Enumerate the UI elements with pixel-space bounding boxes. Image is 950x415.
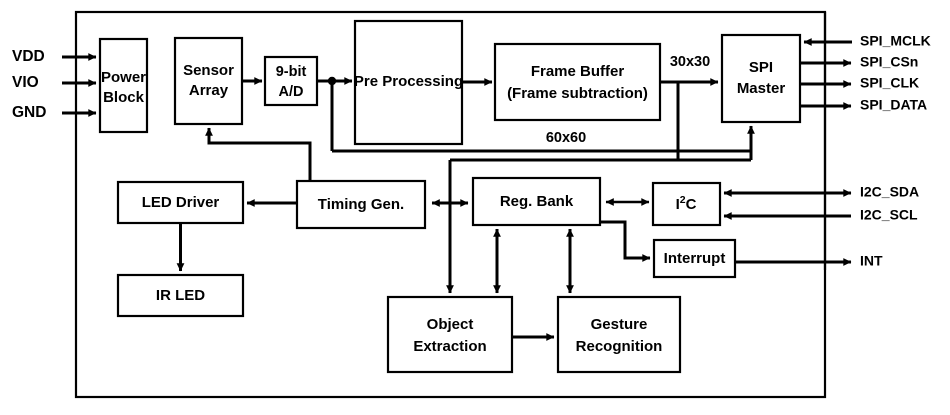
i2c-label-superscript: 2: [680, 194, 686, 206]
block-gesture-recognition: Gesture Recognition: [556, 295, 682, 374]
ir-led-label: IR LED: [156, 287, 205, 304]
pin-label-i2c-sda: I2C_SDA: [860, 184, 919, 200]
sensor-array-label-1: Sensor: [183, 62, 234, 79]
object-extraction-label-2: Extraction: [413, 338, 486, 355]
interrupt-label: Interrupt: [664, 250, 726, 267]
spi-master-label-2: Master: [737, 80, 786, 97]
pin-group-spi: SPI_MCLK SPI_CSn SPI_CLK SPI_DATA: [800, 33, 931, 113]
adc-label-1: 9-bit: [276, 64, 307, 80]
pre-processing-label: Pre Processing: [354, 73, 463, 90]
pin-label-vdd: VDD: [12, 48, 45, 65]
i2c-label-base: I: [676, 196, 680, 213]
block-adc: 9-bit A/D: [263, 55, 319, 107]
sensor-array-label-2: Array: [189, 82, 229, 99]
block-object-extraction: Object Extraction: [386, 295, 514, 374]
spi-master-label-1: SPI: [749, 59, 773, 76]
pin-label-spi-mclk: SPI_MCLK: [860, 33, 931, 49]
pin-group-left: VDD VIO GND: [12, 48, 97, 121]
led-driver-label: LED Driver: [142, 194, 220, 211]
bus-label-60x60: 60x60: [546, 130, 586, 146]
wire-regbank-to-interrupt: [600, 220, 651, 262]
block-sensor-array: Sensor Array: [173, 36, 244, 126]
i2c-label: I2C: [676, 194, 697, 213]
gesture-recognition-label-2: Recognition: [576, 338, 663, 355]
block-ir-led: IR LED: [116, 273, 245, 318]
pin-label-int: INT: [860, 253, 883, 269]
frame-buffer-label-2: (Frame subtraction): [507, 85, 648, 102]
frame-buffer-label-1: Frame Buffer: [531, 63, 625, 80]
pin-label-spi-data: SPI_DATA: [860, 97, 927, 113]
wire-timing-to-sensorarray: [205, 127, 312, 181]
block-pre-processing: Pre Processing: [354, 19, 463, 146]
block-power-block: Power Block: [98, 37, 149, 134]
object-extraction-label-1: Object: [427, 316, 474, 333]
block-led-driver: LED Driver: [116, 180, 245, 225]
pin-label-i2c-scl: I2C_SCL: [860, 207, 918, 223]
adc-label-2: A/D: [279, 84, 304, 100]
reg-bank-label: Reg. Bank: [500, 193, 574, 210]
gesture-recognition-label-1: Gesture: [591, 316, 648, 333]
pin-label-gnd: GND: [12, 104, 46, 121]
block-i2c: I2C: [651, 181, 722, 227]
block-spi-master: SPI Master: [720, 33, 802, 124]
pin-label-spi-csn: SPI_CSn: [860, 54, 918, 70]
pin-group-i2c-int: I2C_SDA I2C_SCL INT: [723, 184, 919, 269]
timing-gen-label: Timing Gen.: [318, 196, 404, 213]
block-frame-buffer: Frame Buffer (Frame subtraction): [493, 42, 662, 122]
bus-label-30x30: 30x30: [670, 54, 710, 70]
power-block-label-1: Power: [101, 69, 146, 86]
block-interrupt: Interrupt: [652, 238, 737, 279]
power-block-label-2: Block: [103, 89, 145, 106]
i2c-label-tail: C: [686, 196, 697, 213]
pin-label-vio: VIO: [12, 74, 39, 91]
block-reg-bank: Reg. Bank: [471, 176, 602, 227]
block-timing-gen: Timing Gen.: [295, 179, 427, 230]
pin-label-spi-clk: SPI_CLK: [860, 75, 919, 91]
